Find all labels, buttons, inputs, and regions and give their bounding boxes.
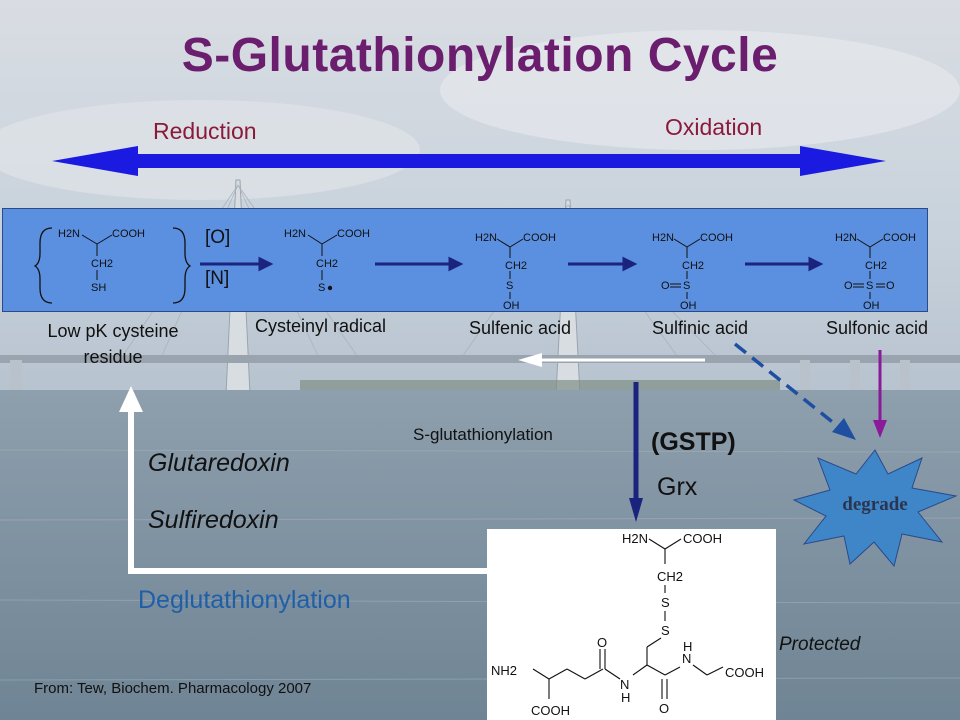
- degrade-label: degrade: [842, 494, 908, 515]
- reduction-label: Reduction: [153, 118, 257, 144]
- svg-text:O: O: [659, 701, 669, 716]
- svg-text:OH: OH: [680, 300, 697, 312]
- species-name-cysteinyl-radical: Cysteinyl radical: [254, 316, 387, 336]
- oxidation-states-panel: [2, 208, 928, 312]
- svg-text:COOH: COOH: [112, 228, 145, 240]
- svg-text:COOH: COOH: [683, 531, 722, 546]
- svg-text:NH2: NH2: [491, 663, 517, 678]
- cycle-arrows: [119, 342, 887, 574]
- svg-text:S: S: [866, 280, 873, 292]
- slide-title: S-Glutathionylation Cycle: [181, 29, 779, 82]
- svg-text:CH2: CH2: [657, 569, 683, 584]
- svg-text:CH2: CH2: [505, 260, 527, 272]
- svg-text:SH: SH: [91, 282, 106, 294]
- svg-text:COOH: COOH: [531, 703, 570, 718]
- svg-text:COOH: COOH: [337, 228, 370, 240]
- species-name-sulfinic-acid: Sulfinic acid: [651, 318, 749, 338]
- cysteine-structure: H2N COOH CH2 SH: [33, 227, 192, 304]
- svg-text:S: S: [506, 280, 513, 292]
- svg-text:N: N: [620, 677, 629, 692]
- gstp-enzyme-label: (GSTP): [651, 428, 736, 456]
- svg-text:S: S: [661, 623, 670, 638]
- svg-text:H2N: H2N: [58, 228, 80, 240]
- svg-text:CH2: CH2: [91, 258, 113, 270]
- sulfenic-acid-structure: H2N COOH CH2 S OH: [475, 232, 556, 312]
- svg-text:COOH: COOH: [523, 232, 556, 244]
- oxidation-label: Oxidation: [665, 114, 763, 140]
- citation: From: Tew, Biochem. Pharmacology 2007: [34, 680, 312, 697]
- svg-text:CH2: CH2: [865, 260, 887, 272]
- sulfinic-acid-structure: H2N COOH CH2 S O OH: [652, 232, 733, 312]
- glutaredoxin-label: Glutaredoxin: [148, 449, 290, 477]
- oxidant-label: [O]: [205, 227, 231, 248]
- sulfonic-acid-structure: H2N COOH CH2 S O O OH: [835, 232, 916, 312]
- svg-text:COOH: COOH: [883, 232, 916, 244]
- sulfiredoxin-label: Sulfiredoxin: [148, 506, 279, 534]
- protected-label: Protected: [779, 634, 861, 655]
- reductant-label: [N]: [205, 268, 230, 289]
- svg-text:N: N: [682, 651, 691, 666]
- svg-text:S: S: [318, 282, 325, 294]
- cysteine-oxidation-structures: H2N COOH CH2 SH H2N COOH CH2 S H2N COOH …: [33, 227, 916, 312]
- reduction-oxidation-double-arrow: [52, 146, 886, 176]
- svg-text:H2N: H2N: [835, 232, 857, 244]
- svg-text:CH2: CH2: [682, 260, 704, 272]
- species-name-sulfenic-acid: Sulfenic acid: [468, 318, 572, 338]
- svg-text:H: H: [683, 639, 692, 654]
- svg-text:H2N: H2N: [475, 232, 497, 244]
- cysteinyl-radical-structure: H2N COOH CH2 S: [284, 228, 370, 294]
- svg-text:S: S: [683, 280, 690, 292]
- grx-enzyme-label: Grx: [657, 473, 698, 501]
- deglutathionylation-label: Deglutathionylation: [138, 586, 351, 614]
- glutathionylated-cysteine-structure: H2N COOH CH2 S S N H O COOH N H O NH2 CO…: [491, 531, 764, 718]
- svg-text:O: O: [886, 280, 895, 292]
- svg-text:COOH: COOH: [700, 232, 733, 244]
- degrade-starburst: [792, 449, 958, 568]
- svg-text:O: O: [844, 280, 853, 292]
- species-name-sulfonic-acid: Sulfonic acid: [825, 318, 929, 338]
- svg-text:S: S: [661, 595, 670, 610]
- svg-text:CH2: CH2: [316, 258, 338, 270]
- svg-text:O: O: [661, 280, 670, 292]
- s-glutathionylation-label: S-glutathionylation: [413, 425, 553, 444]
- species-name-cysteine: Low pK cysteine residue: [47, 321, 179, 367]
- panel-reaction-arrows: [200, 256, 824, 272]
- svg-text:H2N: H2N: [622, 531, 648, 546]
- svg-text:COOH: COOH: [725, 665, 764, 680]
- protected-structure-panel: [487, 529, 776, 720]
- svg-text:H: H: [621, 690, 630, 705]
- svg-text:OH: OH: [503, 300, 520, 312]
- svg-text:H2N: H2N: [652, 232, 674, 244]
- svg-text:O: O: [597, 635, 607, 650]
- svg-text:OH: OH: [863, 300, 880, 312]
- svg-text:H2N: H2N: [284, 228, 306, 240]
